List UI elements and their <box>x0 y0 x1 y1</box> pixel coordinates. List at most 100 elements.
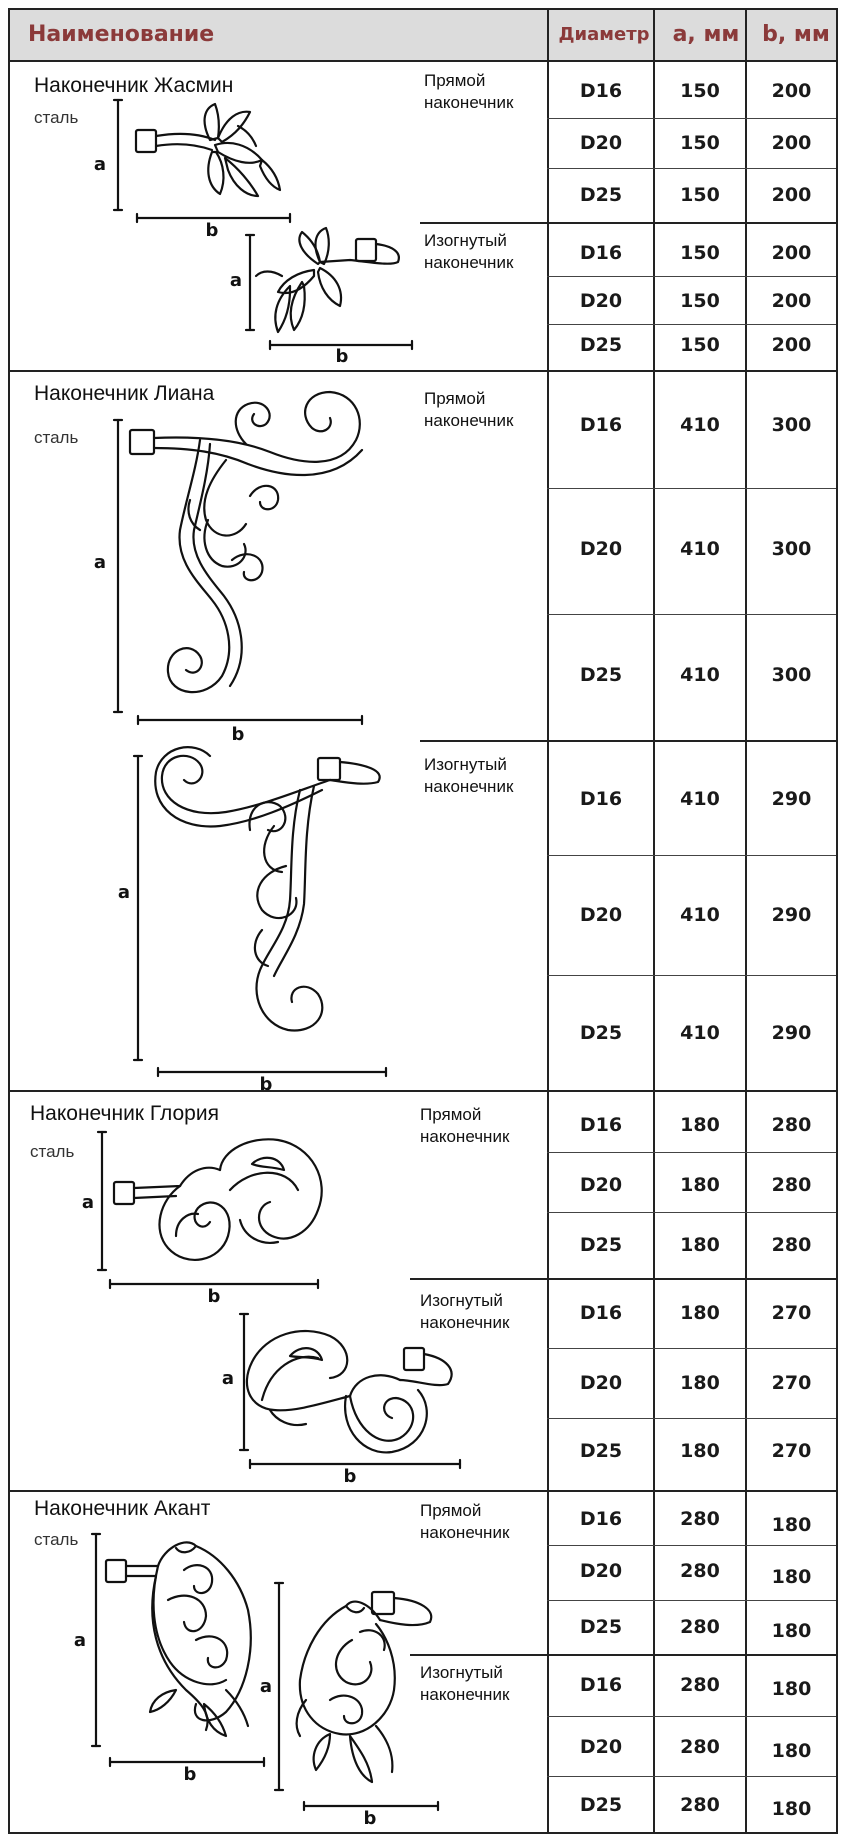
diameter-cell: D16 <box>579 1114 623 1136</box>
b-value-cell: 180 <box>771 1514 812 1536</box>
product-name: Наконечник Акант <box>34 1497 211 1520</box>
diameter-cell: D16 <box>579 1674 623 1696</box>
dim-b-label: b <box>208 1286 221 1307</box>
a-value-cell: 150 <box>680 132 720 154</box>
tip-type-line: наконечник <box>420 1127 510 1146</box>
a-value-cell: 410 <box>680 1022 720 1044</box>
tip-type-label: Изогнутый наконечник <box>424 230 513 274</box>
table-header: Наименование Диаметр a, мм b, мм <box>10 10 836 62</box>
a-value-cell: 410 <box>680 788 720 810</box>
diameter-cell: D16 <box>579 414 623 436</box>
diameter-cell: D25 <box>579 1022 623 1044</box>
b-value-cell: 300 <box>771 538 812 560</box>
diameter-cell: D16 <box>579 1302 623 1324</box>
dim-b-label: b <box>336 346 349 367</box>
row-divider <box>547 276 836 277</box>
tip-type-label: Прямой наконечник <box>420 1500 509 1544</box>
diameter-cell: D20 <box>579 904 623 926</box>
row-divider <box>420 222 836 224</box>
diameter-cell: D25 <box>579 334 623 356</box>
b-value-cell: 270 <box>771 1372 812 1394</box>
dim-b-label: b <box>206 220 219 241</box>
a-value-cell: 150 <box>680 184 720 206</box>
a-value-cell: 410 <box>680 538 720 560</box>
b-value-cell: 300 <box>771 664 812 686</box>
section-divider <box>10 1490 836 1492</box>
liana-straight-drawing <box>112 390 364 726</box>
a-value-cell: 280 <box>680 1616 720 1638</box>
row-divider <box>547 614 836 615</box>
diameter-cell: D20 <box>579 538 623 560</box>
row-divider <box>547 488 836 489</box>
a-value-cell: 410 <box>680 664 720 686</box>
tip-type-line: Прямой <box>420 1501 482 1520</box>
diameter-cell: D25 <box>579 1616 623 1638</box>
dim-b-label: b <box>364 1808 377 1829</box>
tip-type-line: наконечник <box>420 1685 510 1704</box>
row-divider <box>410 1278 836 1280</box>
section-divider <box>10 1090 836 1092</box>
product-name: Наконечник Лиана <box>34 382 215 405</box>
column-divider <box>745 10 747 1832</box>
b-value-cell: 200 <box>771 334 812 356</box>
dim-b-label: b <box>184 1764 197 1785</box>
dim-a-label: a <box>230 270 242 291</box>
tip-type-label: Изогнутый наконечник <box>424 754 513 798</box>
tip-type-line: наконечник <box>424 253 514 272</box>
diameter-cell: D20 <box>579 1560 623 1582</box>
jasmin-straight-drawing <box>112 98 292 224</box>
diameter-cell: D16 <box>579 788 623 810</box>
b-value-cell: 200 <box>771 242 812 264</box>
row-divider <box>547 168 836 169</box>
tip-type-label: Прямой наконечник <box>420 1104 509 1148</box>
row-divider <box>547 1545 836 1546</box>
column-divider <box>547 10 549 1832</box>
dimension-labels: a b a b a b a b a b a b a b a b <box>74 154 377 1829</box>
a-value-cell: 180 <box>680 1302 720 1324</box>
a-value-cell: 180 <box>680 1114 720 1136</box>
b-value-cell: 180 <box>771 1566 812 1588</box>
b-value-cell: 290 <box>771 788 812 810</box>
a-value-cell: 410 <box>680 904 720 926</box>
a-value-cell: 280 <box>680 1736 720 1758</box>
diameter-cell: D20 <box>579 132 623 154</box>
b-value-cell: 300 <box>771 414 812 436</box>
tip-type-line: наконечник <box>420 1523 510 1542</box>
row-divider <box>410 1654 836 1656</box>
row-divider <box>547 1348 836 1349</box>
row-divider <box>547 1418 836 1419</box>
b-value-cell: 180 <box>771 1798 812 1820</box>
b-value-cell: 280 <box>771 1114 812 1136</box>
diameter-cell: D20 <box>579 290 623 312</box>
row-divider <box>547 855 836 856</box>
b-value-cell: 180 <box>771 1740 812 1762</box>
product-name: Наконечник Глория <box>30 1102 219 1125</box>
row-divider <box>547 118 836 119</box>
gloria-straight-drawing <box>96 1130 323 1290</box>
a-value-cell: 150 <box>680 80 720 102</box>
tip-type-line: наконечник <box>424 93 514 112</box>
tip-type-label: Изогнутый наконечник <box>420 1290 509 1334</box>
header-name: Наименование <box>28 22 215 47</box>
a-value-cell: 180 <box>680 1234 720 1256</box>
a-value-cell: 410 <box>680 414 720 436</box>
tip-type-line: Прямой <box>424 71 486 90</box>
row-divider <box>547 1212 836 1213</box>
tip-type-label: Прямой наконечник <box>424 70 513 114</box>
diameter-cell: D16 <box>579 1508 623 1530</box>
dim-a-label: a <box>118 882 130 903</box>
column-divider <box>653 10 655 1832</box>
tip-type-line: Изогнутый <box>424 755 507 774</box>
diameter-cell: D25 <box>579 184 623 206</box>
header-b: b, мм <box>762 22 830 47</box>
a-value-cell: 180 <box>680 1440 720 1462</box>
material-label: сталь <box>34 108 79 127</box>
row-divider <box>547 1776 836 1777</box>
diameter-cell: D16 <box>579 80 623 102</box>
dim-a-label: a <box>94 154 106 175</box>
a-value-cell: 150 <box>680 290 720 312</box>
diameter-cell: D25 <box>579 664 623 686</box>
diameter-cell: D25 <box>579 1234 623 1256</box>
b-value-cell: 270 <box>771 1302 812 1324</box>
